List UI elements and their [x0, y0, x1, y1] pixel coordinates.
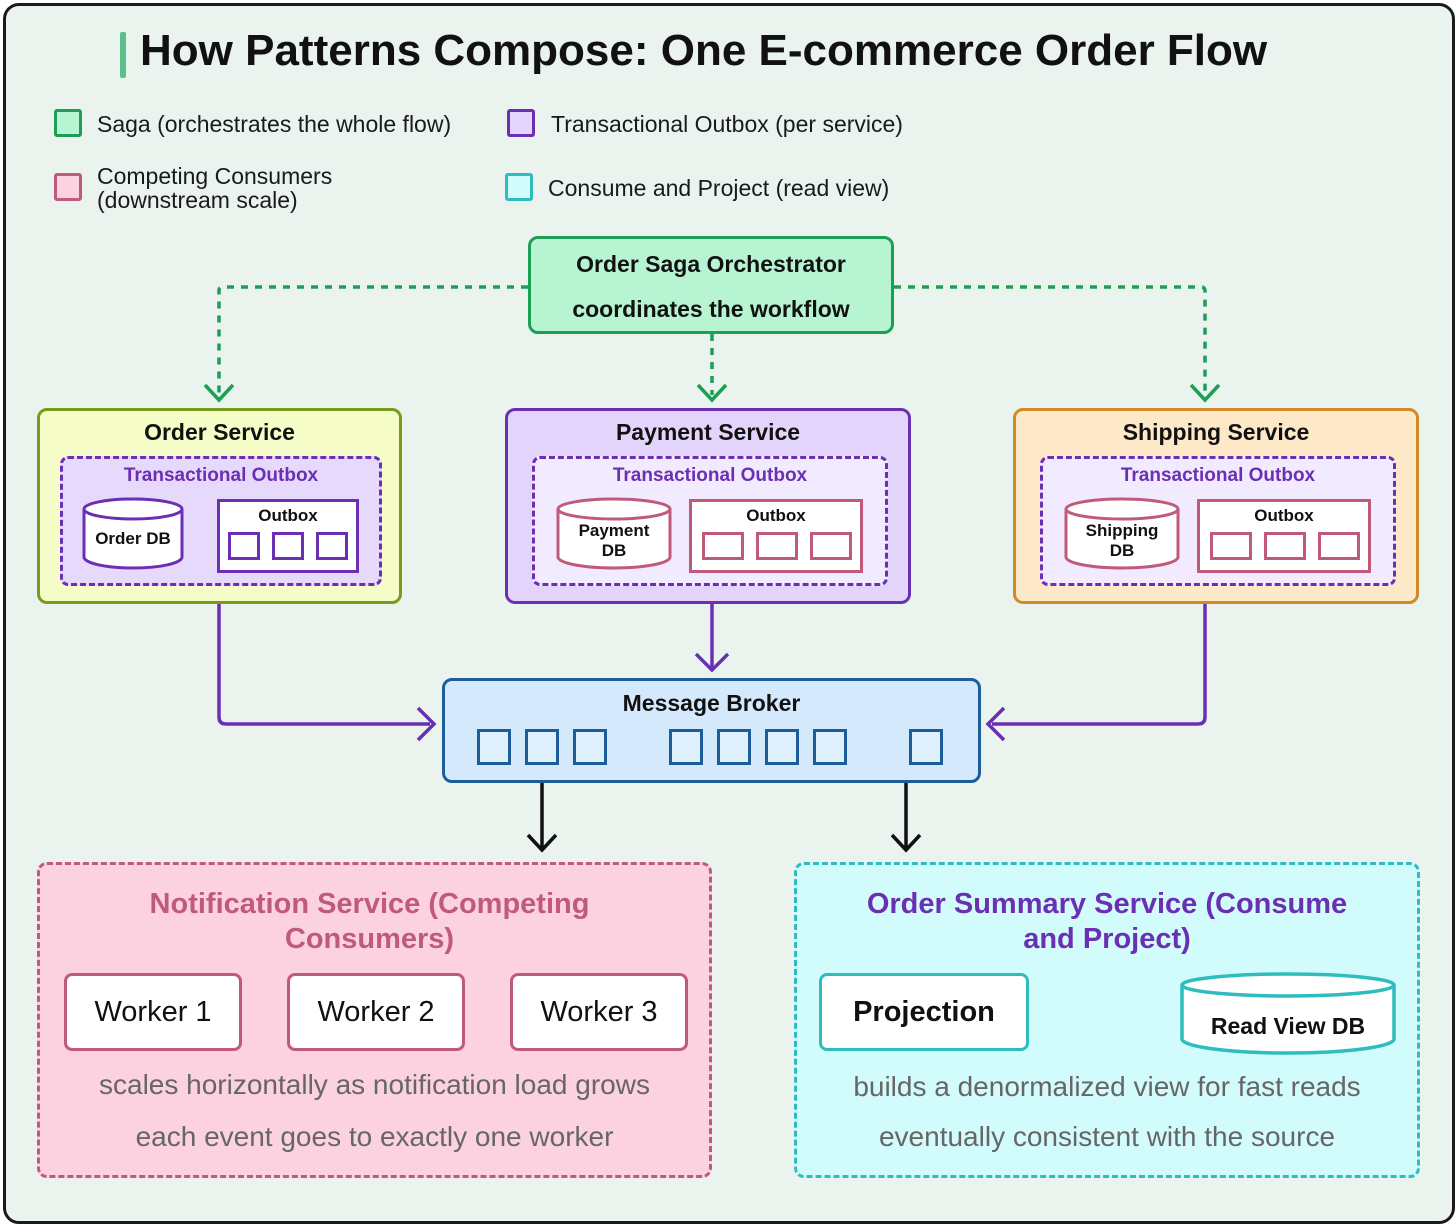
broker-message-slot — [813, 729, 847, 765]
shipping-service-title: Shipping Service — [1122, 419, 1310, 445]
database-icon — [82, 497, 184, 570]
order-outbox-slot — [272, 532, 304, 560]
legend-competing-label-line2: (downstream scale) — [97, 187, 298, 213]
legend-competing-label-line1: Competing Consumers — [97, 163, 333, 189]
payment-outbox-slot — [810, 532, 852, 560]
order-outbox-slot — [228, 532, 260, 560]
order-outbox-box: Outbox — [217, 499, 359, 573]
saga-orchestrator-box: Order Saga Orchestrator coordinates the … — [528, 236, 894, 334]
broker-message-slot — [573, 729, 607, 765]
legend-competing-swatch — [54, 173, 82, 201]
summary-title-line1: Order Summary Service (Consume — [866, 888, 1348, 920]
order-outbox-label: Outbox — [258, 506, 318, 525]
notification-note-scale: scales horizontally as notification load… — [99, 1069, 650, 1100]
broker-message-slot — [717, 729, 751, 765]
shipping-outbox-group-label: Transactional Outbox — [1120, 465, 1316, 486]
projection-box: Projection — [819, 973, 1029, 1051]
order-outbox-slot — [316, 532, 348, 560]
shipping-outbox-slot — [1210, 532, 1252, 560]
payment-outbox-box: Outbox — [689, 499, 863, 573]
read-view-db-cylinder: Read View DB — [1179, 971, 1397, 1057]
order-summary-service-panel: Order Summary Service (Consume and Proje… — [794, 862, 1420, 1178]
shipping-db-cylinder: Shipping DB — [1063, 497, 1181, 571]
title-accent-bar — [120, 32, 126, 78]
legend-project-swatch — [505, 173, 533, 201]
order-db-label: Order DB — [95, 529, 171, 548]
shipping-outbox-slot — [1264, 532, 1306, 560]
order-db-cylinder: Order DB — [81, 497, 185, 571]
orchestrator-subtitle: coordinates the workflow — [572, 296, 850, 322]
legend-saga-label: Saga (orchestrates the whole flow) — [97, 111, 452, 137]
broker-message-slot — [477, 729, 511, 765]
broker-message-slot — [525, 729, 559, 765]
payment-transactional-outbox: Transactional Outbox Payment DB Outbox — [532, 456, 888, 586]
summary-title-line2: and Project) — [1023, 923, 1191, 955]
payment-db-cylinder: Payment DB — [555, 497, 673, 571]
payment-outbox-slot — [702, 532, 744, 560]
payment-service-title: Payment Service — [615, 419, 801, 445]
read-view-db-label: Read View DB — [1210, 1013, 1366, 1039]
payment-outbox-slot — [756, 532, 798, 560]
database-icon — [1180, 972, 1396, 1055]
order-outbox-group-label: Transactional Outbox — [123, 465, 319, 486]
worker-2: Worker 2 — [287, 973, 465, 1051]
legend-outbox-label: Transactional Outbox (per service) — [551, 111, 903, 137]
worker-3: Worker 3 — [510, 973, 688, 1051]
broker-message-slot — [765, 729, 799, 765]
payment-outbox-group-label: Transactional Outbox — [612, 465, 808, 486]
shipping-outbox-label: Outbox — [1254, 506, 1314, 525]
shipping-db-label-line1: Shipping — [1085, 521, 1159, 540]
worker-1: Worker 1 — [64, 973, 242, 1051]
shipping-outbox-slot — [1318, 532, 1360, 560]
database-icon — [1064, 497, 1180, 570]
summary-note-denormalized: builds a denormalized view for fast read… — [853, 1071, 1361, 1102]
shipping-service-box: Shipping Service Transactional Outbox Sh… — [1013, 408, 1419, 604]
order-service-title: Order Service — [144, 419, 295, 445]
summary-note-consistency: eventually consistent with the source — [878, 1121, 1336, 1152]
database-icon — [556, 497, 672, 570]
legend-project-label: Consume and Project (read view) — [548, 175, 890, 201]
payment-db-label-line1: Payment — [578, 521, 650, 540]
shipping-db-label-line2: DB — [1109, 541, 1135, 560]
legend-saga-swatch — [54, 109, 82, 137]
legend-outbox-swatch — [507, 109, 535, 137]
notification-title-line2: Consumers) — [284, 923, 455, 955]
broker-message-slot — [909, 729, 943, 765]
message-broker-box: Message Broker — [442, 678, 981, 783]
notification-service-panel: Notification Service (Competing Consumer… — [37, 862, 712, 1178]
payment-outbox-label: Outbox — [746, 506, 806, 525]
message-broker-label: Message Broker — [622, 690, 801, 716]
order-transactional-outbox: Transactional Outbox Order DB Outbox — [60, 456, 382, 586]
notification-title-line1: Notification Service (Competing — [149, 888, 590, 920]
page-title: How Patterns Compose: One E-commerce Ord… — [140, 26, 1268, 75]
broker-message-slot — [669, 729, 703, 765]
shipping-transactional-outbox: Transactional Outbox Shipping DB Outbox — [1040, 456, 1396, 586]
payment-service-box: Payment Service Transactional Outbox Pay… — [505, 408, 911, 604]
shipping-outbox-box: Outbox — [1197, 499, 1371, 573]
orchestrator-title: Order Saga Orchestrator — [576, 251, 846, 277]
payment-db-label-line2: DB — [601, 541, 627, 560]
notification-note-delivery: each event goes to exactly one worker — [135, 1121, 614, 1152]
order-service-box: Order Service Transactional Outbox Order… — [37, 408, 402, 604]
